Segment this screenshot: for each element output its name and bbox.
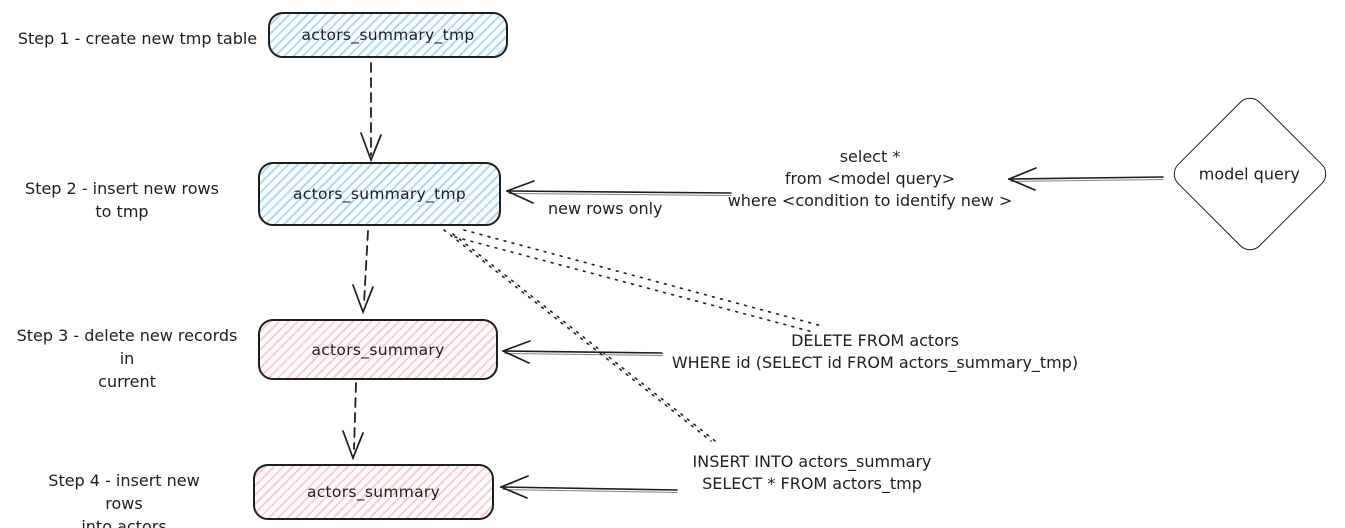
delete-sql-line1: DELETE FROM actors [791, 331, 959, 350]
step4-label-line1: Step 4 - insert new rows [48, 471, 200, 513]
step2-label-line2: to tmp [95, 202, 149, 221]
step1-label-line1: Step 1 - create new tmp table [17, 29, 258, 48]
arrow-insert-to-summary [500, 475, 678, 499]
insert-sql-line2: SELECT * FROM actors_tmp [702, 474, 922, 493]
select-query-line2: from <model query> [784, 169, 956, 188]
dashed-arrow-step3-step4 [342, 382, 364, 461]
node-label: actors_summary_tmp [301, 26, 475, 44]
new-rows-only-label: new rows only [548, 197, 663, 220]
insert-sql-annotation: INSERT INTO actors_summary SELECT * FROM… [678, 451, 946, 495]
step1-label: Step 1 - create new tmp table [10, 27, 265, 50]
select-query-annotation: select * from <model query> where <condi… [700, 146, 1040, 212]
select-query-line3: where <condition to identify new > [727, 191, 1013, 210]
step2-label-line1: Step 2 - insert new rows [25, 179, 219, 198]
node-label: actors_summary_tmp [292, 185, 467, 203]
node-label: actors_summary [311, 340, 445, 359]
step2-label: Step 2 - insert new rows to tmp [18, 177, 226, 223]
dashed-arrow-step2-step3 [352, 230, 374, 315]
node-model-query: model query [1167, 91, 1333, 257]
step3-label-line1: Step 3 - delete new records in [16, 326, 238, 368]
step3-label-line2: current [98, 372, 156, 391]
step4-label-line2: into actors [81, 517, 167, 528]
node-label: actors_summary [306, 483, 441, 501]
new-rows-only-text: new rows only [548, 199, 663, 218]
node-actors-summary-step3: actors_summary [258, 319, 498, 380]
dotted-link-tmp-to-delete [454, 229, 823, 333]
node-actors-summary-tmp-step2: actors_summary_tmp [258, 162, 501, 226]
model-query-label: model query [1199, 164, 1301, 184]
node-actors-summary-step4: actors_summary [253, 464, 494, 520]
node-actors-summary-tmp-step1: actors_summary_tmp [268, 12, 508, 58]
arrow-delete-to-summary [502, 340, 663, 364]
delete-sql-line2: WHERE id (SELECT id FROM actors_summary_… [671, 353, 1079, 372]
step4-label: Step 4 - insert new rows into actors [40, 469, 208, 528]
insert-sql-line1: INSERT INTO actors_summary [692, 452, 932, 471]
dashed-arrow-step1-step2 [360, 62, 382, 163]
delete-sql-annotation: DELETE FROM actors WHERE id (SELECT id F… [650, 330, 1100, 374]
select-query-line1: select * [839, 147, 901, 166]
step3-label: Step 3 - delete new records in current [8, 324, 246, 393]
